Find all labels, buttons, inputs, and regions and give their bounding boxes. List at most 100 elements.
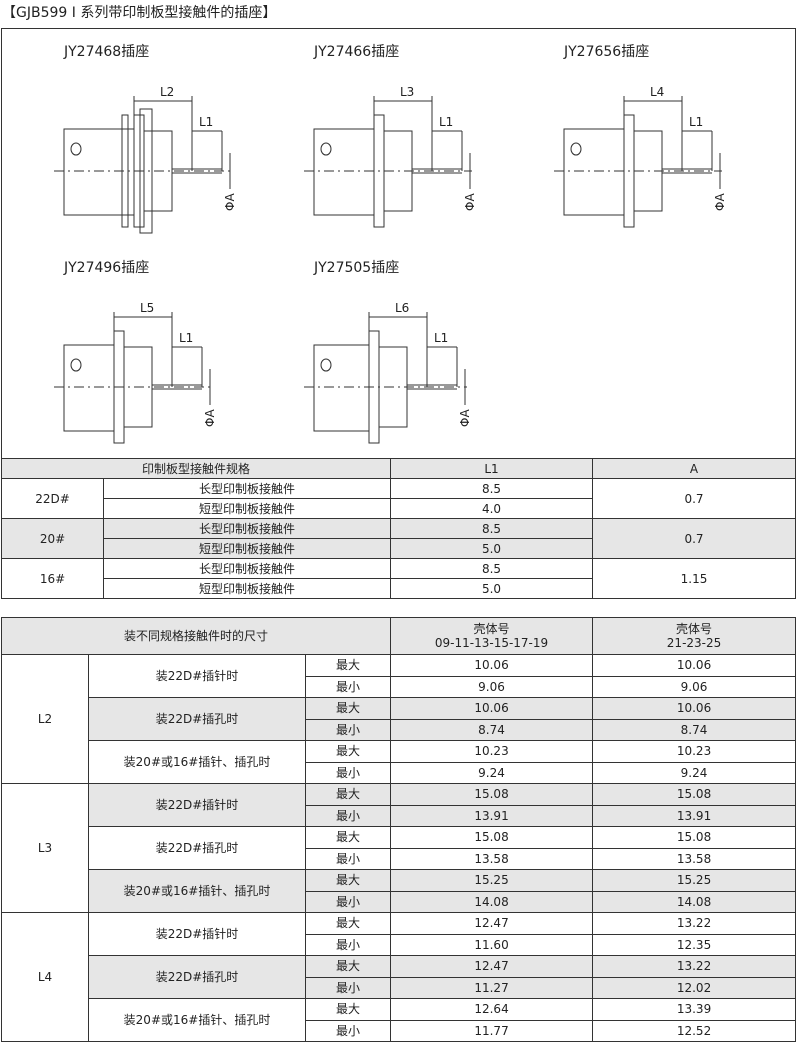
condition-cell: 装20#或16#插针、插孔时 [88,998,306,1042]
value-cell: 10.06 [592,697,797,720]
diameter-label: ΦA [713,193,727,211]
drawing-label: JY27656插座 [563,44,649,60]
value-cell: 13.22 [592,955,797,978]
value-cell: 9.24 [390,761,594,784]
value-cell: 12.47 [390,955,594,978]
a-cell: 0.7 [592,518,797,559]
type-cell: 长型印制板接触件 [102,478,392,499]
l1-cell: 8.5 [390,478,594,499]
diameter-label: ΦA [463,193,477,211]
limit-cell: 最小 [304,718,392,741]
condition-cell: 装22D#插孔时 [88,955,306,999]
l1-label: L1 [689,115,703,129]
limit-cell: 最小 [304,933,392,956]
l1-label: L1 [439,115,453,129]
value-cell: 10.06 [592,654,797,677]
value-cell: 13.39 [592,998,797,1021]
value-cell: 15.08 [390,783,594,806]
value-cell: 11.77 [390,1019,594,1042]
header-cell: L1 [390,458,594,479]
value-cell: 11.27 [390,976,594,999]
value-cell: 13.91 [592,804,797,827]
shell-title: 壳体号 [676,622,713,636]
header-cell: 印制板型接触件规格 [0,458,392,479]
value-cell: 12.52 [592,1019,797,1042]
type-cell: 长型印制板接触件 [102,558,392,579]
drawing-label: JY27468插座 [63,44,149,60]
value-cell: 15.08 [592,783,797,806]
dimension-label: L4 [650,85,664,99]
value-cell: 13.22 [592,912,797,935]
diameter-label: ΦA [223,193,237,211]
shell-title: 壳体号 [473,622,510,636]
l1-cell: 5.0 [390,578,594,599]
condition-cell: 装22D#插针时 [88,912,306,956]
a-cell: 1.15 [592,558,797,599]
limit-cell: 最大 [304,740,392,763]
type-cell: 短型印制板接触件 [102,578,392,599]
shell-sizes: 21-23-25 [666,636,722,650]
value-cell: 13.91 [390,804,594,827]
condition-cell: 装22D#插孔时 [88,826,306,870]
value-cell: 15.08 [592,826,797,849]
dimension-label: L6 [395,301,409,315]
diameter-label: ΦA [458,409,472,427]
limit-cell: 最大 [304,654,392,677]
limit-cell: 最小 [304,675,392,698]
l1-cell: 5.0 [390,538,594,559]
condition-cell: 装20#或16#插针、插孔时 [88,740,306,784]
value-cell: 12.02 [592,976,797,999]
value-cell: 12.35 [592,933,797,956]
value-cell: 10.23 [592,740,797,763]
l1-label: L1 [434,331,448,345]
value-cell: 10.06 [390,654,594,677]
value-cell: 13.58 [390,847,594,870]
drawing-label: JY27466插座 [313,44,399,60]
value-cell: 9.06 [390,675,594,698]
limit-cell: 最小 [304,847,392,870]
type-cell: 短型印制板接触件 [102,538,392,559]
l1-cell: 4.0 [390,498,594,519]
limit-cell: 最小 [304,890,392,913]
dim-cell: L3 [1,783,89,913]
value-cell: 14.08 [592,890,797,913]
value-cell: 15.25 [592,869,797,892]
limit-cell: 最小 [304,1019,392,1042]
value-cell: 15.25 [390,869,594,892]
value-cell: 9.24 [592,761,797,784]
a-cell: 0.7 [592,478,797,519]
limit-cell: 最大 [304,697,392,720]
limit-cell: 最小 [304,804,392,827]
dimension-label: L2 [160,85,174,99]
diameter-label: ΦA [203,409,217,427]
value-cell: 11.60 [390,933,594,956]
dimension-label: L3 [400,85,414,99]
size-cell: 20# [1,518,104,559]
dim-cell: L2 [1,654,89,784]
value-cell: 14.08 [390,890,594,913]
condition-cell: 装22D#插针时 [88,783,306,827]
type-cell: 长型印制板接触件 [102,518,392,539]
header-cell: A [592,458,797,479]
